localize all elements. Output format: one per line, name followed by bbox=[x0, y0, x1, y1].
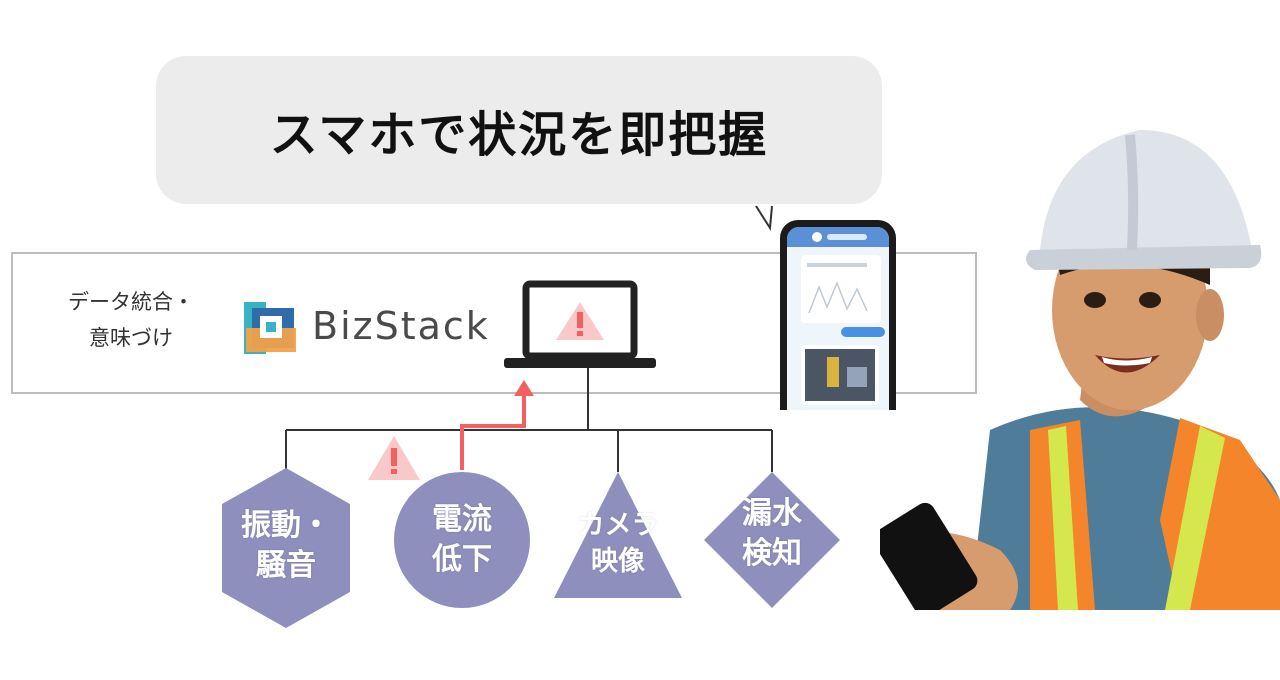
speech-bubble bbox=[156, 56, 882, 204]
smartphone-screen bbox=[787, 227, 889, 410]
bubble-tail bbox=[755, 205, 773, 232]
sensor-camera-shape bbox=[554, 472, 682, 598]
sensor-vibration-label: 振動・ 騒音 bbox=[241, 508, 331, 583]
warning-icon bbox=[368, 436, 420, 480]
alert-arrowhead bbox=[514, 380, 534, 396]
sensor-camera-label: カメラ 映像 bbox=[577, 510, 659, 577]
bizstack-logo-icon bbox=[244, 302, 296, 354]
sensor-leak-label: 漏水 検知 bbox=[742, 496, 802, 571]
laptop-icon bbox=[504, 280, 656, 368]
smartphone-icon bbox=[880, 502, 978, 610]
platform-label: データ統合・ 意味づけ bbox=[46, 284, 216, 356]
sensor-current-label: 電流 低下 bbox=[432, 502, 492, 577]
worker-with-smartphone bbox=[880, 130, 1280, 610]
sensor-current-shape bbox=[394, 472, 530, 608]
headline: スマホで状況を即把握 bbox=[269, 107, 769, 163]
alert-path bbox=[460, 392, 526, 470]
bizstack-logo-text: BizStack bbox=[312, 304, 490, 348]
sensor-leak-shape bbox=[704, 472, 840, 608]
sensor-vibration-shape bbox=[222, 468, 350, 628]
platform-label-line2: 意味づけ bbox=[89, 326, 173, 350]
platform-label-line1: データ統合・ bbox=[68, 290, 194, 314]
